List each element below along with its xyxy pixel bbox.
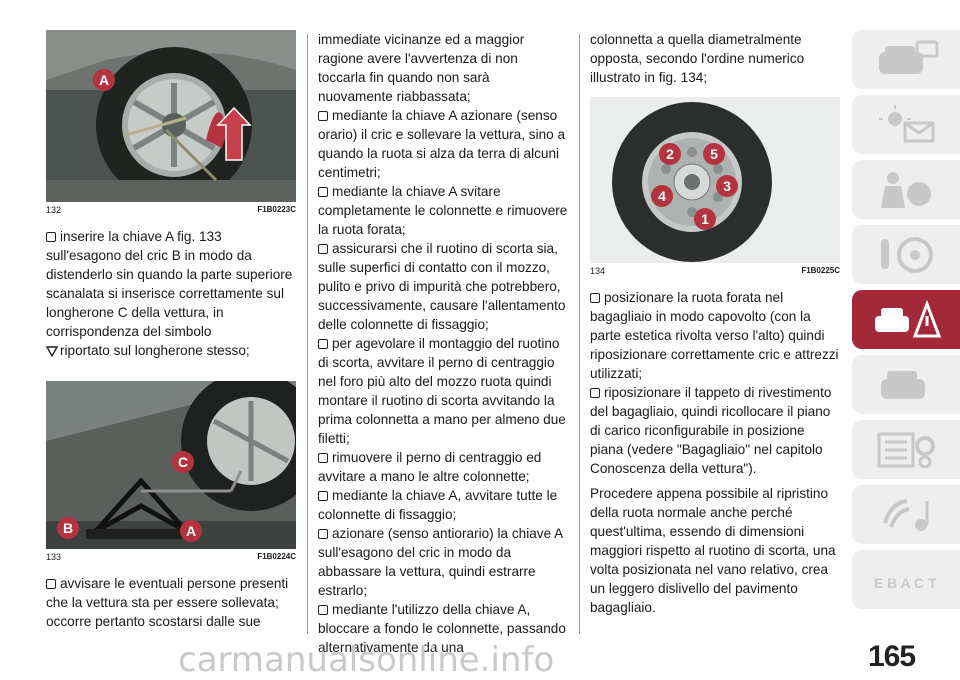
maintenance-icon [881, 370, 925, 399]
checkbox-bullet-icon [46, 232, 56, 242]
sidebar-tile-emergency[interactable] [852, 290, 960, 349]
figure-label: 3 [723, 178, 731, 194]
list-item: per agevolare il montaggio del ruotino d… [318, 336, 566, 446]
page-number: 165 [868, 640, 916, 673]
list-item: avvisare le eventuali persone presenti c… [46, 576, 289, 629]
sidebar-tile-warning-lights[interactable] [852, 95, 960, 154]
checkbox-bullet-icon [318, 605, 328, 615]
sidebar-tile-index[interactable]: Z E B A C T D [852, 550, 960, 609]
figure-code: F1B0225C [801, 266, 840, 275]
figure-label: 2 [666, 146, 674, 162]
checkbox-bullet-icon [590, 388, 600, 398]
checkbox-bullet-icon [318, 491, 328, 501]
checkbox-bullet-icon [590, 293, 600, 303]
list-item: rimuovere il perno di centraggio ed avvi… [318, 450, 542, 484]
figure-code: F1B0223C [257, 205, 296, 214]
figure-caption: 134 F1B0225C [590, 263, 840, 276]
column-divider [579, 34, 580, 634]
column-3: colonnetta a quella diametralmente oppos… [590, 30, 840, 617]
list-item: mediante la chiave A svitare completamen… [318, 184, 568, 237]
sidebar-tile-maintenance[interactable] [852, 355, 960, 414]
figure-133: C B A [46, 381, 296, 549]
checkbox-bullet-icon [318, 244, 328, 254]
figure-caption: 133 F1B0224C [46, 549, 296, 562]
list-item: posizionare la ruota forata nel bagaglia… [590, 290, 839, 381]
checkbox-bullet-icon [318, 339, 328, 349]
figure-label: A [186, 523, 196, 539]
figure-134: 2 5 4 3 1 [590, 97, 840, 263]
instruction-list: posizionare la ruota forata nel bagaglia… [590, 288, 840, 478]
list-item: mediante la chiave A, avvitare tutte le … [318, 488, 558, 522]
column-2: immediate vicinanze ed a maggior ragione… [318, 30, 568, 657]
continued-text: immediate vicinanze ed a maggior ragione… [318, 32, 525, 104]
checkbox-bullet-icon [318, 111, 328, 121]
list-item: mediante la chiave A azionare (senso ora… [318, 108, 566, 180]
figure-caption: 132 F1B0223C [46, 202, 296, 215]
figure-label: C [178, 454, 188, 470]
checkbox-bullet-icon [318, 453, 328, 463]
technical-data-icon [877, 432, 935, 468]
multimedia-icon [883, 498, 929, 531]
safety-airbag-icon [881, 171, 931, 208]
jack-point-symbol-icon [46, 346, 58, 357]
emergency-icon [875, 299, 941, 337]
watermark: carmanualsonline.info [178, 640, 555, 680]
list-item: riposizionare il tappeto di rivestimento… [590, 385, 832, 476]
figure-label: B [63, 520, 73, 536]
figure-132: A [46, 30, 296, 202]
index-icon: Z E B A C T D [871, 575, 941, 591]
list-item: assicurarsi che il ruotino di scorta sia… [318, 241, 566, 332]
list-item: azionare (senso antiorario) la chiave A … [318, 526, 563, 598]
warning-lights-icon [879, 104, 935, 142]
sidebar-tile-safety[interactable] [852, 160, 960, 219]
figure-label: A [99, 72, 109, 88]
column-1: A 132 F1B0223C inserire la chiave A fig.… [46, 30, 296, 631]
figure-number: 132 [46, 205, 62, 215]
column-divider [307, 34, 308, 634]
instruction-list: mediante la chiave A azionare (senso ora… [318, 106, 568, 657]
list-item: mediante l'utilizzo della chiave A, bloc… [318, 602, 566, 655]
figure-label: 5 [710, 146, 718, 162]
sidebar-tile-car-dashboard[interactable] [852, 30, 960, 89]
figure-code: F1B0224C [257, 552, 296, 561]
paragraph: Procedere appena possibile al ripristino… [590, 486, 836, 615]
sidebar-tile-multimedia[interactable] [852, 485, 960, 544]
steering-start-icon [881, 236, 933, 273]
checkbox-bullet-icon [318, 529, 328, 539]
figure-number: 133 [46, 552, 62, 562]
figure-label: 1 [701, 211, 709, 227]
sidebar-tile-technical-data[interactable] [852, 420, 960, 479]
sidebar-tile-steering[interactable] [852, 225, 960, 284]
chapter-sidebar: Z E B A C T D [852, 30, 960, 615]
car-dashboard-icon [879, 40, 939, 74]
list-item: inserire la chiave A fig. 133 sull'esago… [46, 229, 293, 358]
checkbox-bullet-icon [46, 579, 56, 589]
svg-text:Z E B A C T D: Z E B A C T D [871, 575, 941, 591]
continued-text: colonnetta a quella diametralmente oppos… [590, 32, 805, 85]
checkbox-bullet-icon [318, 187, 328, 197]
figure-label: 4 [658, 188, 666, 204]
figure-number: 134 [590, 266, 606, 276]
